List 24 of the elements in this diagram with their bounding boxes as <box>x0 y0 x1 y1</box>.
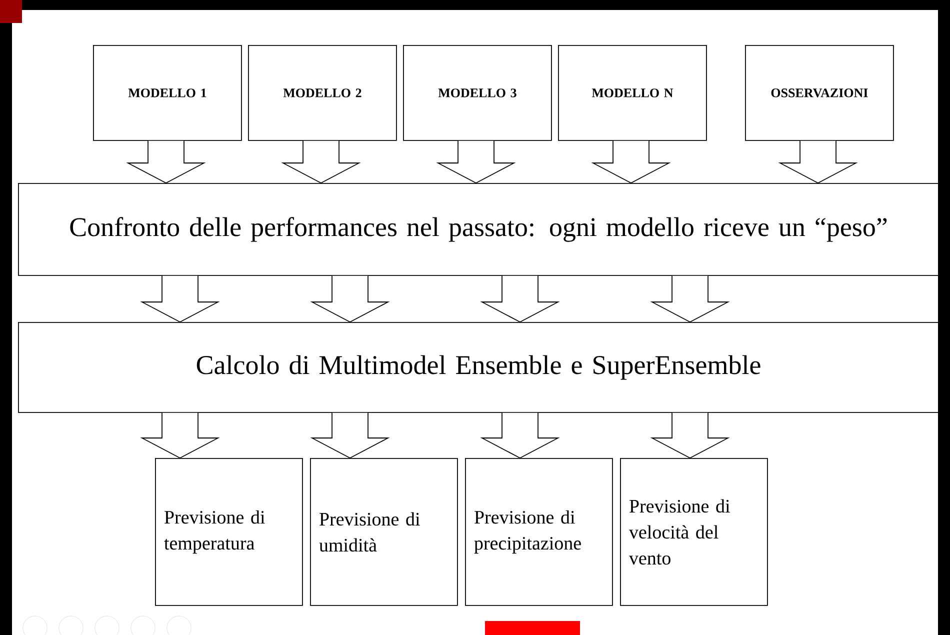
block-arrow <box>480 412 560 458</box>
model-box: MODELLO 2 <box>248 45 397 141</box>
block-arrow <box>126 140 206 184</box>
process-band: Calcolo di Multimodel Ensemble e SuperEnsemble <box>18 322 939 413</box>
block-arrow <box>310 412 390 458</box>
model-box: MODELLO N <box>558 45 707 141</box>
forecast-box: Previsione di precipitazione <box>465 458 613 606</box>
forecast-box: Previsione di velocità del vento <box>620 458 768 606</box>
block-arrow <box>281 140 361 184</box>
block-arrow <box>650 275 730 322</box>
model-box: OSSERVAZIONI <box>745 45 894 141</box>
block-arrow <box>310 275 390 322</box>
block-arrow <box>591 140 671 184</box>
model-box: MODELLO 1 <box>93 45 242 141</box>
block-arrow <box>436 140 516 184</box>
forecast-box: Previsione di temperatura <box>155 458 303 606</box>
process-band: Confronto delle performances nel passato: ogni modello riceve un “peso” <box>18 183 939 276</box>
forecast-box: Previsione di umidità <box>310 458 458 606</box>
block-arrow <box>140 412 220 458</box>
block-arrow <box>778 140 858 184</box>
block-arrow <box>480 275 560 322</box>
block-arrow <box>140 275 220 322</box>
model-box: MODELLO 3 <box>403 45 552 141</box>
block-arrow <box>650 412 730 458</box>
